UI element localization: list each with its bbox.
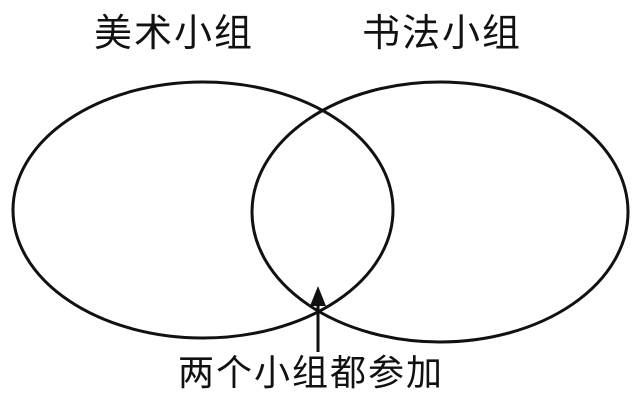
right-set-ellipse [250,80,630,344]
left-set-label: 美术小组 [94,11,255,55]
left-set-ellipse [11,80,395,340]
intersection-arrow-head [310,286,326,306]
right-set-label: 书法小组 [362,11,523,55]
intersection-label: 两个小组都参加 [178,353,445,394]
